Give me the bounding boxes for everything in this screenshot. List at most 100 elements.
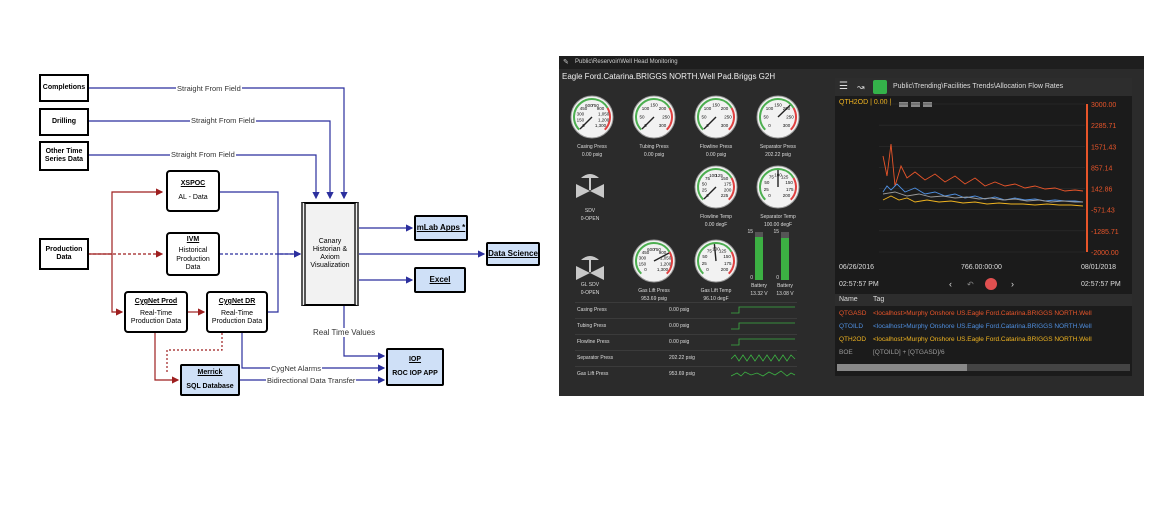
battery-value: 13.08 V (776, 291, 794, 297)
tag-path: [QTOILD] + [QTGASD]/6 (873, 349, 945, 356)
trend-line-icon[interactable]: ↝ (857, 82, 865, 92)
real-time-values-label: Real Time Values (312, 328, 377, 337)
trend-header-button[interactable] (911, 102, 920, 107)
canary-historian-box: Canary Historian & Axiom Visualization (301, 202, 359, 306)
trend-header-tag: QTH2OD | 0.00 | (839, 99, 892, 106)
gauge-tick-label: 75 (705, 176, 711, 181)
sparkline-value: 953.69 psig (669, 371, 695, 377)
battery-name: Battery (751, 283, 767, 289)
xspoc-to-canary-arrow (220, 191, 302, 258)
gauge-tick-label: 200 (724, 188, 732, 193)
trend-header-button[interactable] (923, 102, 932, 107)
gauge-tick-label: 75 (707, 249, 713, 254)
gauge-tick-label: 250 (662, 115, 670, 120)
gauge-value: 0.00 psig (705, 152, 727, 158)
gauge-tick-label: 50 (763, 115, 769, 120)
well-title: Eagle Ford.Catarina.BRIGGS NORTH.Well Pa… (562, 72, 776, 81)
well-head-dashboard: ✎ Public\Reservoir\Well Head Monitoring … (559, 56, 1144, 396)
sparkline-name: Flowline Press (577, 339, 610, 345)
trend-start-time: 02:57:57 PM (839, 281, 879, 288)
gauge-tick-label: 750 (591, 103, 599, 108)
trend-y-tick: 142.86 (1091, 187, 1113, 194)
gauge-name: Casing Press (577, 144, 607, 150)
gauge-tick-label: 600 (585, 103, 593, 108)
gauge-tick-label: 900 (597, 106, 605, 111)
gauge-tick-label: 150 (723, 254, 731, 259)
gauge-tick-label: 150 (721, 176, 729, 181)
chevron-right-icon[interactable]: › (1011, 279, 1014, 289)
tag-path: <localhost>Murphy Onshore US.Eagle Ford.… (873, 336, 1092, 343)
tag-table-header: Name Tag (835, 294, 1132, 306)
trend-path: Public\Trending\Facilities Trends\Alloca… (893, 83, 1064, 90)
iop-box: IOP ROC IOP APP (386, 348, 444, 386)
dr-to-merrick-arrow (166, 333, 223, 372)
tag-row[interactable]: QTGASD <localhost>Murphy Onshore US.Eagle… (835, 308, 1132, 320)
tag-row[interactable]: BOE[QTOILD] + [QTGASD]/6 (835, 347, 1132, 359)
gauge-tick-label: 125 (781, 175, 789, 180)
battery-min-tick: 0 (776, 275, 779, 281)
sparkline-value: 0.00 psig (669, 339, 690, 345)
gauge-tick-label: 25 (702, 261, 708, 266)
gauge-tick-label: 50 (702, 181, 708, 186)
tag-name: QTH2OD (839, 336, 867, 343)
gauge-tick-label: 150 (712, 103, 720, 108)
gauge-tick-label: 1,050 (598, 111, 610, 116)
trend-end-date: 08/01/2018 (1081, 264, 1117, 271)
gauge-tick-label: 225 (721, 193, 729, 198)
gauge-tick-label: 50 (701, 115, 707, 120)
gauge-tick-label: 175 (724, 261, 732, 266)
tag-row[interactable]: QTH2OD <localhost>Murphy Onshore US.Eagle… (835, 334, 1132, 346)
gauge-tick-label: 150 (577, 118, 585, 123)
cygnet-dr-title: CygNet DR (218, 297, 256, 305)
tag-path: <localhost>Murphy Onshore US.Eagle Ford.… (873, 310, 1092, 317)
gauge-name: Separator Temp (760, 214, 796, 220)
gauge-tick-label: 100 (766, 106, 774, 111)
other-time-series-box: Other Time Series Data (39, 141, 89, 171)
chevron-left-icon[interactable]: ‹ (949, 279, 952, 289)
gauge-tick-label: 300 (783, 123, 791, 128)
gauge-tick-label: 175 (786, 187, 794, 192)
sdv-valve-icon (576, 174, 604, 198)
gauge-value: 0.00 degF (704, 222, 728, 228)
sparkline (731, 322, 795, 330)
trend-series-line (882, 195, 1084, 207)
gauge-tick-label: 25 (702, 188, 708, 193)
gauge-tick-label: 125 (715, 173, 723, 178)
drilling-box: Drilling (39, 108, 89, 136)
undo-icon[interactable]: ↶ (967, 280, 974, 289)
iop-subtitle: ROC IOP APP (392, 369, 438, 377)
gauge-tick-label: 200 (721, 267, 729, 272)
mouse-icon[interactable] (873, 80, 887, 94)
data-flow-diagram (88, 87, 486, 384)
gauge-tick-label: 300 (721, 123, 729, 128)
battery-max-tick: 15 (773, 229, 779, 235)
merrick-title: Merrick (197, 369, 223, 377)
cygnet-prod-subtitle: Real-Time Production Data (130, 309, 182, 326)
cygnet-dr-subtitle: Real-Time Production Data (211, 309, 263, 326)
horizontal-scrollbar[interactable] (837, 364, 1130, 371)
trend-y-tick: 857.14 (1091, 165, 1113, 172)
bidirectional-label: Bidirectional Data Transfer (266, 376, 357, 385)
sparkline-name: Tubing Press (577, 323, 607, 329)
cygnet-alarms-label: CygNet Alarms (270, 364, 323, 373)
menu-icon[interactable]: ☰ (839, 81, 848, 92)
production-data-box: Production Data (39, 238, 89, 270)
tag-name: QTGASD (839, 310, 867, 317)
tag-row[interactable]: QTOILD<localhost>Murphy Onshore US.Eagle… (835, 321, 1132, 333)
trend-y-tick: -571.43 (1091, 208, 1115, 215)
trend-y-tick: -2000.00 (1091, 250, 1119, 256)
gauge-name: Gas Lift Temp (700, 288, 732, 294)
trend-header-button[interactable] (899, 102, 908, 107)
battery-bar (755, 232, 763, 280)
pencil-icon[interactable]: ✎ (563, 59, 569, 66)
stop-icon[interactable] (985, 278, 997, 290)
trend-toolbar: ☰ ↝ Public\Trending\Facilities Trends\Al… (835, 78, 1132, 96)
xspoc-box: XSPOC AL - Data (166, 170, 220, 212)
gauge-needle (777, 104, 791, 118)
prod-to-xspoc-arrow (88, 188, 164, 255)
cygnet-prod-title: CygNet Prod (134, 297, 178, 305)
ivm-title: IVM (186, 236, 200, 244)
